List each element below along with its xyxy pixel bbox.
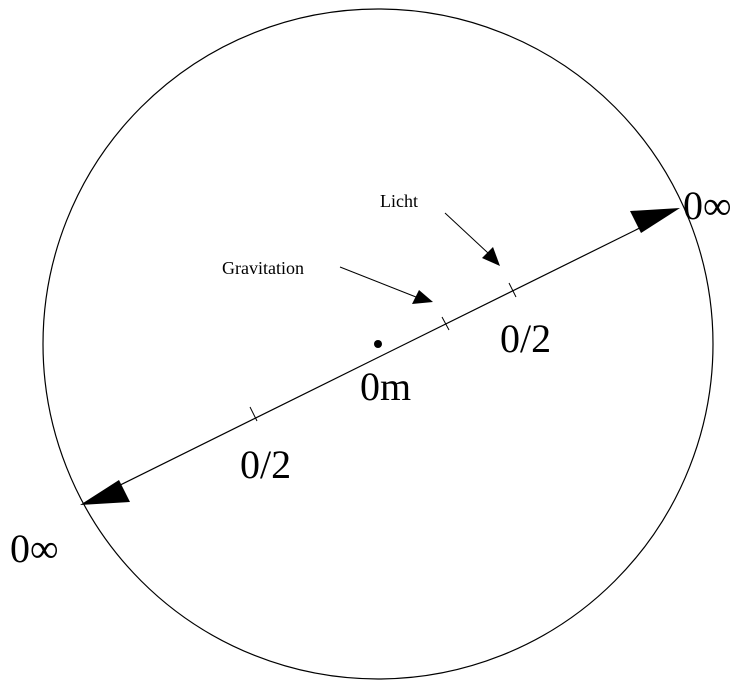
arrowhead-left-icon bbox=[80, 480, 130, 505]
tick-left-half bbox=[249, 406, 258, 422]
tick-licht bbox=[508, 282, 517, 298]
diameter-line bbox=[97, 216, 663, 497]
arrowhead-right-icon bbox=[630, 208, 680, 233]
label-gravitation: Gravitation bbox=[222, 258, 304, 278]
label-infinity-right: 0∞ bbox=[683, 183, 732, 228]
center-point bbox=[374, 340, 382, 348]
gravitation-pointer-arrow-icon bbox=[412, 290, 433, 304]
label-licht: Licht bbox=[380, 191, 418, 211]
label-infinity-left: 0∞ bbox=[10, 526, 59, 571]
label-center: 0m bbox=[360, 364, 411, 409]
gravitation-pointer-line bbox=[339, 266, 417, 298]
tick-gravitation bbox=[441, 316, 450, 331]
label-half-left: 0/2 bbox=[240, 442, 291, 487]
label-half-right: 0/2 bbox=[500, 316, 551, 361]
licht-pointer-arrow-icon bbox=[482, 247, 500, 266]
licht-pointer-line bbox=[444, 212, 489, 254]
outer-circle bbox=[42, 8, 714, 680]
